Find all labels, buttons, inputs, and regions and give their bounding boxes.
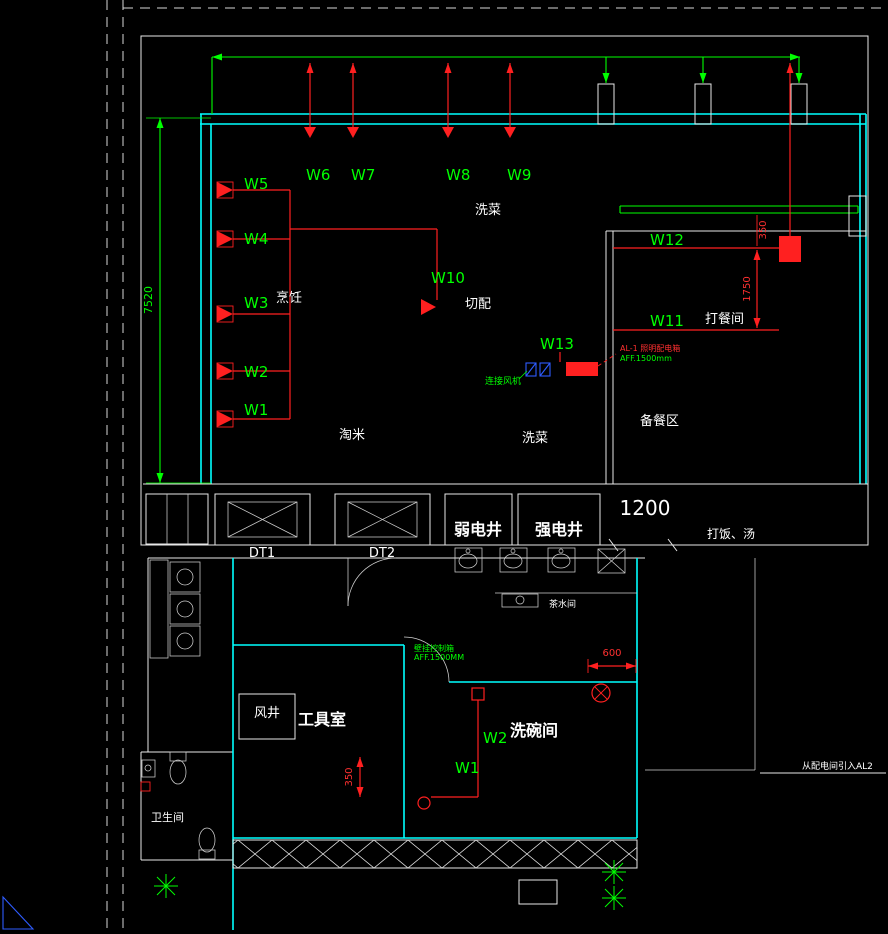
weak-current-shaft	[444, 493, 513, 546]
lamp-icon	[417, 796, 431, 810]
equipment-box	[518, 879, 558, 905]
dim-350-lower: 350	[344, 767, 355, 786]
dim-7520: 7520	[142, 286, 155, 314]
door-arcs	[347, 557, 450, 683]
circuit-label-w13: W13	[540, 335, 574, 353]
circuit-label-w2: W2	[244, 363, 268, 381]
tea-room: 茶水间	[495, 592, 637, 610]
circuit-label-w8: W8	[446, 166, 470, 184]
wiring-lower: 600 350	[344, 648, 637, 810]
room-label-weak-shaft: 弱电井	[454, 520, 502, 539]
wiring-right: 1750 350	[613, 63, 801, 331]
elevator-label-dt1: DT1	[249, 546, 275, 561]
al1-box-cluster: AL-1 照明配电箱 AFF.1500mm 连接风机	[485, 343, 680, 387]
room-label-tea: 茶水间	[549, 598, 576, 610]
wall-light-icon	[504, 127, 516, 138]
room-label-prep-area: 备餐区	[640, 413, 679, 429]
note-feed: 从配电间引入AL2	[802, 760, 873, 772]
hatched-strip	[232, 839, 638, 869]
lower-labels: 风井 工具室 洗碗间 卫生间 W2 W1 壁挂控制箱 AFF.1500MM	[151, 643, 558, 824]
elevator-label-dt2: DT2	[369, 546, 395, 561]
wall-light-icon	[442, 127, 454, 138]
circuit-label-w9: W9	[507, 166, 531, 184]
service-band	[145, 493, 678, 552]
circuit-label-w12: W12	[650, 231, 684, 249]
junction-box-icon	[471, 687, 485, 701]
upper-labels: W5 W4 W3 W2 W1 W6 W7 W8 W9 W10 W11 W12 W…	[244, 166, 755, 561]
note-aff-upper: AFF.1500mm	[620, 354, 672, 363]
air-shaft-box	[238, 693, 296, 740]
room-label-toilet: 卫生间	[151, 810, 184, 824]
dim-1200: 1200	[620, 496, 671, 520]
strong-current-shaft	[517, 493, 601, 546]
note-box: 壁挂控制箱	[414, 643, 454, 653]
wiring-top	[304, 63, 516, 138]
lower-walls-white	[140, 557, 645, 861]
plant-icon	[602, 860, 626, 884]
circuit-label-w2-lower: W2	[483, 729, 507, 747]
column-red	[779, 236, 801, 262]
room-label-dishwash: 洗碗间	[510, 721, 558, 740]
plant-icon	[602, 886, 626, 910]
dim-1750: 1750	[742, 276, 753, 301]
room-label-strong-shaft: 强电井	[535, 520, 583, 539]
wall-light-icon	[347, 127, 359, 138]
layout-boundary-dashed	[106, 0, 888, 934]
cabinet-fixtures	[149, 559, 201, 659]
ucs-icon	[2, 895, 35, 930]
speaker-device-icon	[216, 181, 234, 199]
speaker-device-icon	[216, 410, 234, 428]
room-label-serving-room: 打餐间	[705, 311, 744, 327]
room-label-cooking: 烹饪	[276, 291, 302, 306]
switch-box-icon	[539, 362, 551, 377]
dim-350-upper: 350	[758, 220, 769, 239]
room-label-cutting: 切配	[465, 297, 491, 312]
circuit-label-w5: W5	[244, 175, 268, 193]
room-label-rice: 淘米	[339, 428, 365, 443]
circuit-label-w10: W10	[431, 269, 465, 287]
room-label-serving-counter: 打饭、汤	[707, 527, 755, 541]
circuit-label-w1-lower: W1	[455, 759, 479, 777]
lower-walls-cyan	[232, 558, 638, 930]
green-dimensions: 7520	[142, 53, 803, 484]
toilet-fixtures	[140, 751, 216, 860]
distribution-box-icon	[566, 362, 598, 376]
device-w10-icon	[421, 299, 436, 315]
circuit-label-w1: W1	[244, 401, 268, 419]
circuit-label-w11: W11	[650, 312, 684, 330]
circuit-label-w3: W3	[244, 294, 268, 312]
wall-light-icon	[304, 127, 316, 138]
circuit-label-w7: W7	[351, 166, 375, 184]
note-al1: AL-1 照明配电箱	[620, 343, 680, 353]
lower-plan: 茶水间 600 350	[140, 547, 886, 930]
serving-counter-lines	[619, 205, 859, 214]
wiring-left	[216, 181, 438, 428]
room-label-washing-bottom: 洗菜	[522, 431, 548, 446]
room-label-airshaft: 风井	[254, 706, 280, 721]
circuit-label-w6: W6	[306, 166, 330, 184]
upper-walls-white	[143, 230, 868, 485]
upper-plan-frame	[140, 35, 869, 546]
dim-600: 600	[602, 648, 621, 659]
speaker-device-icon	[216, 305, 234, 323]
room-label-tools: 工具室	[298, 710, 346, 729]
exhaust-fan-icon	[591, 683, 611, 703]
elevator-dt1	[214, 493, 311, 546]
basin-fixtures	[454, 547, 626, 574]
columns	[597, 83, 867, 237]
upper-plan: 7520	[140, 35, 869, 561]
elevator-dt2	[334, 493, 431, 546]
note-aff-lower: AFF.1500MM	[414, 653, 464, 662]
room-label-washing-top: 洗菜	[475, 203, 501, 218]
feed-note: 从配电间引入AL2	[645, 558, 886, 774]
circuit-label-w4: W4	[244, 230, 268, 248]
speaker-device-icon	[216, 362, 234, 380]
note-fan: 连接风机	[485, 375, 521, 387]
speaker-device-icon	[216, 230, 234, 248]
switch-box-icon	[525, 362, 537, 377]
upper-walls-cyan	[200, 113, 867, 484]
plant-icon	[154, 874, 178, 898]
